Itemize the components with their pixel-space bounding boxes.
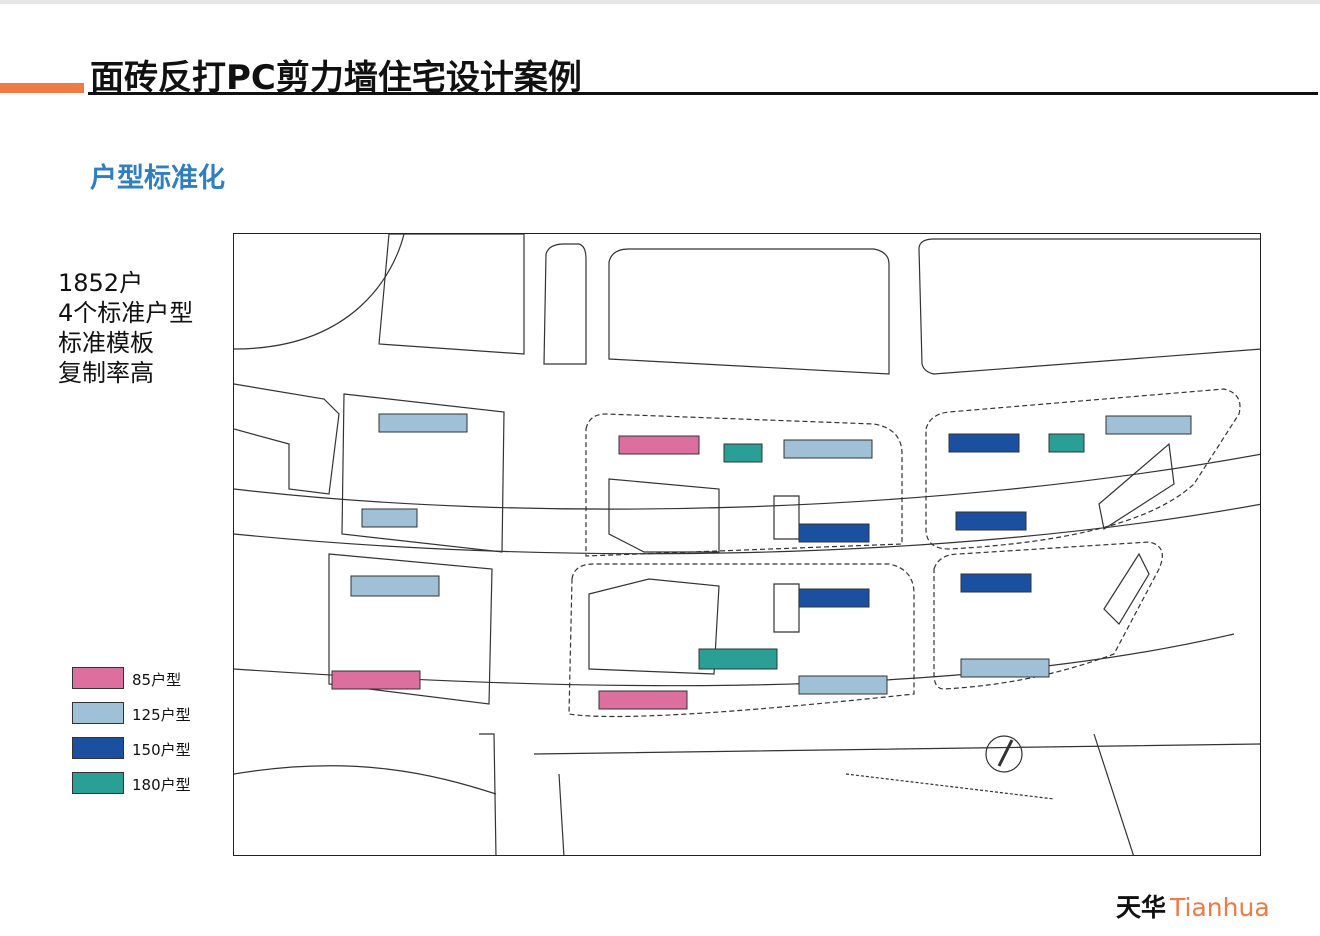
note-households: 1852户 [58, 269, 144, 297]
road-middle-south [234, 503, 1260, 555]
legend-swatch-150 [72, 737, 124, 759]
logo-en: Tianhua [1170, 893, 1270, 922]
block-c2 [568, 563, 915, 718]
block-w2 [328, 553, 493, 705]
legend-label-150: 150户型 [132, 741, 191, 759]
note-template: 标准模板 [58, 329, 154, 357]
site-plan-drawing [234, 234, 1260, 855]
unit-150 [798, 588, 870, 608]
unit-125 [798, 675, 888, 695]
unit-150 [960, 573, 1032, 593]
unit-85 [618, 435, 700, 455]
title-underline [88, 92, 1318, 95]
section-title: 户型标准化 [90, 163, 225, 194]
block-e2 [933, 541, 1163, 690]
unit-125 [378, 413, 468, 433]
building-e2 [1103, 552, 1150, 625]
unit-180 [723, 443, 763, 463]
unit-150 [948, 433, 1020, 453]
unit-180 [698, 648, 778, 670]
building-c1 [608, 478, 720, 553]
legend-swatch-85 [72, 667, 124, 689]
legend-label-125: 125户型 [132, 706, 191, 724]
tree-row [845, 773, 1055, 800]
building-e1 [1098, 442, 1175, 530]
notes-list: 1852户 4个标准户型 标准模板 复制率高 [58, 268, 193, 388]
page-title: 面砖反打PC剪力墙住宅设计案例 [90, 58, 582, 98]
top-block-4 [918, 238, 1260, 375]
title-accent-bar [0, 83, 84, 93]
site-plan-map [233, 233, 1261, 856]
road-middle [234, 453, 1260, 510]
unit-125 [783, 439, 873, 459]
unit-125 [350, 575, 440, 597]
building-west [234, 383, 340, 495]
note-replication: 复制率高 [58, 359, 154, 387]
legend-swatch-180 [72, 772, 124, 794]
logo-cn: 天华 [1116, 893, 1167, 922]
legend-label-180: 180户型 [132, 776, 191, 794]
legend-item-85: 85户型 [72, 667, 232, 691]
block-c1 [585, 413, 903, 557]
unit-150 [955, 511, 1027, 531]
top-block-1 [378, 234, 525, 355]
building-c2 [588, 578, 720, 675]
top-block-3 [608, 248, 890, 375]
unit-180 [1048, 433, 1085, 453]
unit-125 [361, 508, 418, 528]
top-border [0, 0, 1320, 4]
unit-150 [798, 523, 870, 543]
compass [985, 735, 1023, 773]
note-unit-types: 4个标准户型 [58, 299, 194, 327]
unit-85 [331, 670, 421, 690]
building-c4 [773, 583, 800, 633]
park-edge [479, 733, 1260, 855]
block-w1 [341, 393, 505, 553]
legend-item-150: 150户型 [72, 737, 232, 761]
building-c3 [773, 495, 800, 540]
top-block-2 [543, 243, 587, 365]
legend-item-180: 180户型 [72, 772, 232, 796]
south-roads [234, 733, 1134, 855]
unit-85 [598, 690, 688, 710]
unit-125 [1105, 415, 1192, 435]
legend-item-125: 125户型 [72, 702, 232, 726]
legend-label-85: 85户型 [132, 671, 182, 689]
unit-125 [960, 658, 1050, 678]
road-curve-nw [234, 234, 405, 350]
legend-swatch-125 [72, 702, 124, 724]
